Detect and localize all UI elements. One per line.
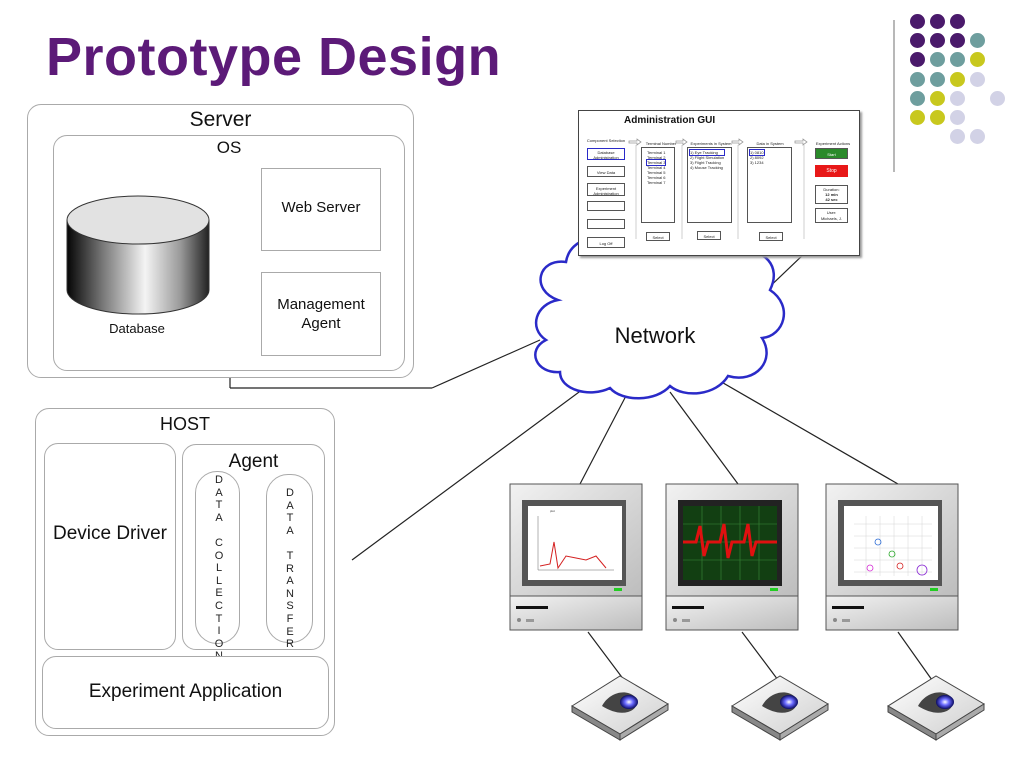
decorative-dot [950,14,965,29]
experiment-actions-heading: Experiment Actions [815,141,851,146]
host-label: HOST [159,414,210,434]
user-panel: User: Michaels, J. [815,208,848,223]
decorative-dot [910,33,925,48]
list-item[interactable]: 4) Mouse Tracking [690,165,723,170]
list-item[interactable]: Terminal 7 [647,180,666,185]
device-driver-label: Device Driver [52,523,168,544]
experiment-administration-button[interactable]: Experiment Administration [587,183,625,196]
decorative-dot [930,91,945,106]
network-to-pc1-line [579,391,629,485]
network-label: Network [614,323,696,348]
decorative-dot [910,110,925,125]
list-item[interactable]: Terminal 2 [647,155,666,160]
decorative-dot [970,33,985,48]
experiments-heading: Experiments in System [690,141,732,146]
database-label: Database [109,321,165,336]
decorative-dot [930,33,945,48]
host-to-network-line [351,377,599,561]
decorative-dot [970,52,985,67]
decorative-dot [930,52,945,67]
decorative-dot [970,72,985,87]
data-in-system-heading: Data in System [756,141,784,146]
network-to-pc3-line [717,379,899,485]
list-item[interactable]: Terminal 1 [647,150,666,155]
decorative-dot [950,52,965,67]
decorative-dot [910,14,925,29]
decorative-dot [930,110,945,125]
list-item[interactable]: Terminal 6 [647,175,666,180]
list-item[interactable]: 1) Eye Tracking [688,149,726,156]
computer-3-icon [825,483,959,631]
server-label: Server [189,108,252,131]
decorative-dot [910,52,925,67]
start-button[interactable]: Start [815,148,848,159]
gui-arrows [628,138,808,239]
list-item[interactable]: 3) 1234 [750,160,764,165]
list-item[interactable]: 3) Flight Tracking [690,160,721,165]
decorative-dot [950,72,965,87]
decorative-dot [930,14,945,29]
list-item[interactable]: 2) Flight Simulation [690,155,725,160]
experiment-application-label: Experiment Application [88,681,283,702]
decorative-dot [910,91,925,106]
data-select-button[interactable]: Select [759,232,783,241]
data-transfer-box [266,474,313,643]
tracking-device-3-icon [887,675,985,741]
log-off-button[interactable]: Log Off [587,237,625,248]
database-cylinder-icon [66,195,210,315]
experiment-select-button[interactable]: Select [697,231,721,240]
data-collection-box [195,471,240,644]
decorative-dot [970,129,985,144]
empty-button-2[interactable] [587,219,625,229]
terminal-number-heading: Terminal Number [645,141,677,146]
pc1-device-line [587,631,625,681]
os-label: OS [216,138,242,157]
experiment-application-box [42,656,329,729]
svg-text:plot: plot [550,509,555,513]
server-to-network-line [431,339,541,389]
database-administration-button[interactable]: Database Administration [587,148,625,160]
administration-gui: Administration GUI Component Selection D… [578,110,860,256]
decorative-dot [950,91,965,106]
web-server-label: Web Server [281,199,361,216]
view-data-button[interactable]: View Data [587,166,625,177]
agent-label: Agent [228,451,279,472]
decorative-dot [950,110,965,125]
decorative-dot [990,91,1005,106]
tracking-device-2-icon [731,675,829,741]
decorative-dot [930,72,945,87]
component-selection-heading: Component Selection [586,138,626,143]
pc3-device-line [897,631,933,681]
list-item[interactable]: Terminal 5 [647,170,666,175]
list-item[interactable]: Terminal 3 [645,159,667,166]
list-item[interactable]: 1) 0810 [749,149,765,156]
terminal-select-button[interactable]: Select [646,232,670,241]
decorative-dot [910,72,925,87]
stop-button[interactable]: Stop [815,165,848,177]
list-item[interactable]: Terminal 4 [647,165,666,170]
tracking-device-1-icon [571,675,669,741]
duration-panel: Duration: 12 min 42 sec [815,185,848,204]
decorative-dot [950,33,965,48]
computer-1-icon: plot [509,483,643,631]
decorative-dot [950,129,965,144]
decorative-vertical-line [893,20,895,172]
management-agent-label: Management Agent [277,296,365,332]
management-agent-box [261,272,381,356]
device-driver-box [44,443,176,650]
pc2-device-line [741,631,779,681]
web-server-box [261,168,381,251]
admin-gui-title: Administration GUI [624,115,716,126]
list-item[interactable]: 2) 8092 [750,155,764,160]
computer-2-icon [665,483,799,631]
page-title: Prototype Design [46,27,502,87]
network-to-pc2-line [669,391,739,485]
empty-button-1[interactable] [587,201,625,211]
